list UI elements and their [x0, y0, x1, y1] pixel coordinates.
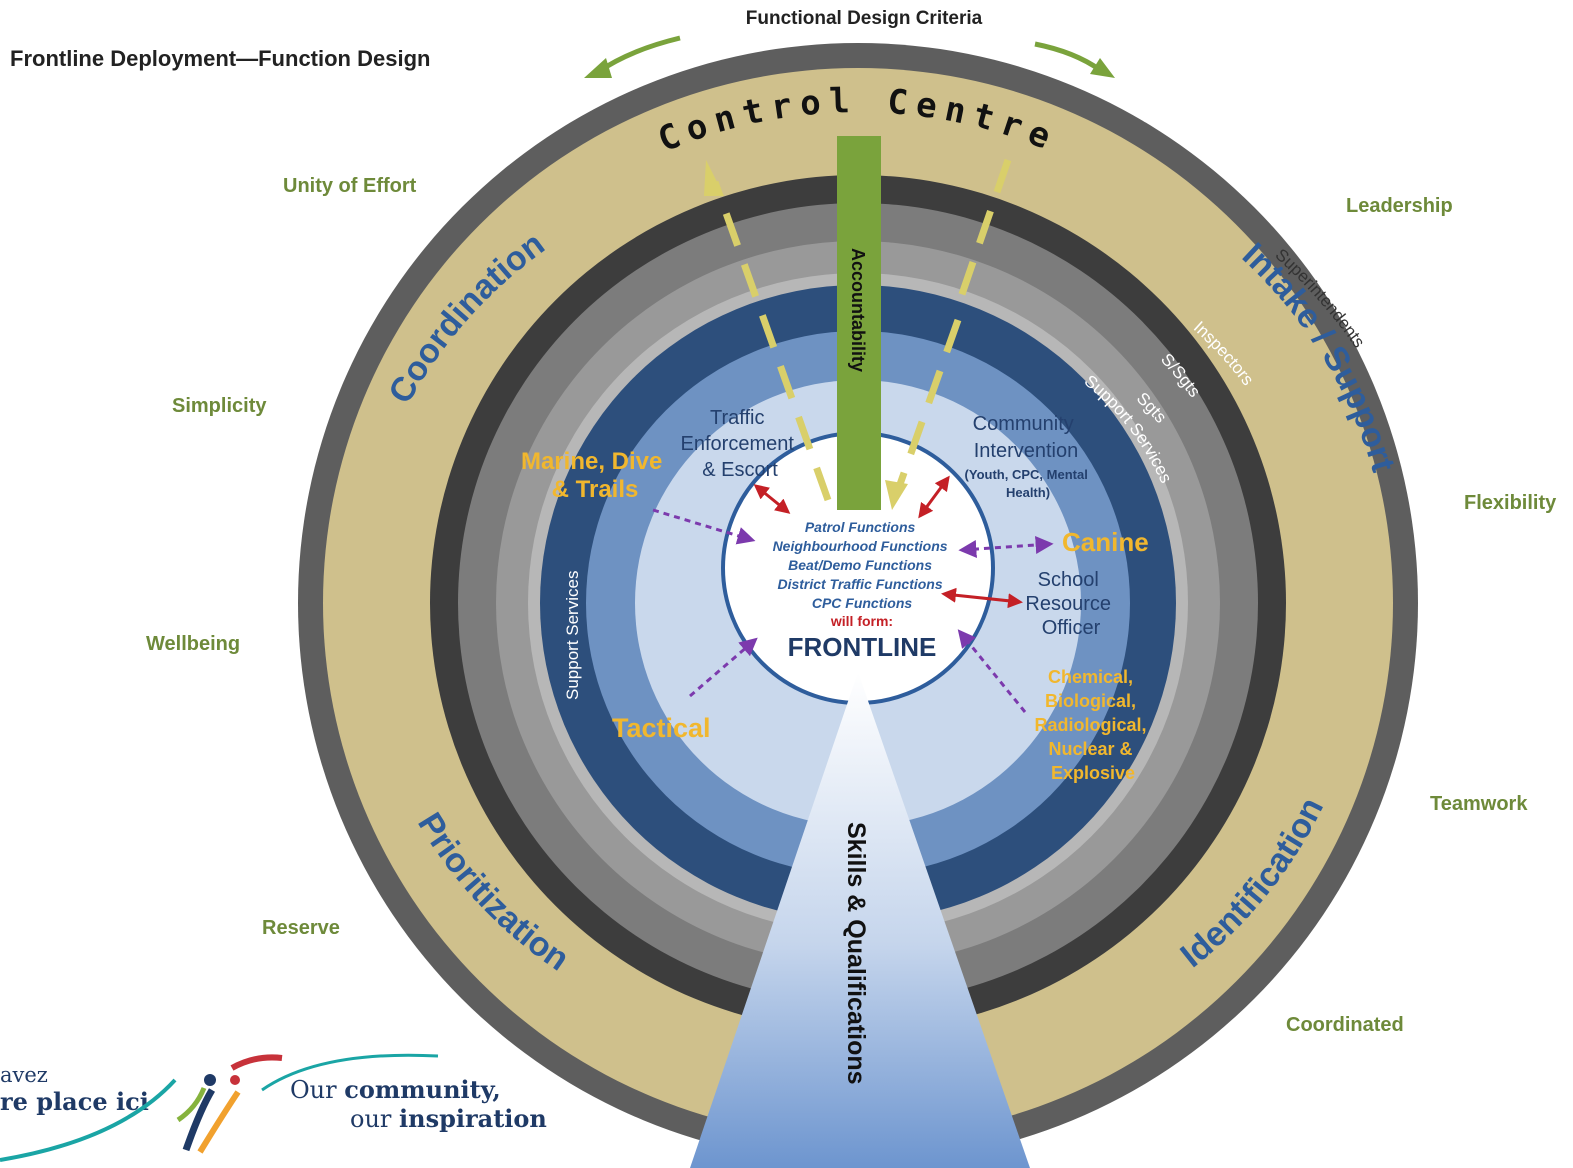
- community-link-arrow: [918, 475, 950, 519]
- community-line-2: Intervention: [974, 440, 1079, 462]
- canine-unit-label: Canine: [1062, 527, 1149, 557]
- criterion-reserve: Reserve: [262, 917, 340, 939]
- traffic-line-2: Enforcement: [681, 433, 795, 455]
- cbrne-line-2: Biological,: [1045, 691, 1136, 711]
- criterion-flexibility: Flexibility: [1464, 492, 1557, 514]
- logo-figure-green: [176, 1087, 207, 1123]
- left-dashed-arrow: [711, 180, 832, 502]
- right-dashed-arrow: [894, 318, 962, 492]
- frontline-label: FRONTLINE: [788, 632, 937, 662]
- accountability-bar: [837, 136, 881, 510]
- skills-label: Skills & Qualifications: [842, 822, 870, 1085]
- criterion-coordinated: Coordinated: [1286, 1014, 1404, 1036]
- community-sub-line-1: (Youth, CPC, Mental: [965, 467, 1088, 482]
- right-criteria-arrow-icon: [1034, 41, 1102, 73]
- community-line-1: Community: [973, 413, 1074, 435]
- traffic-unit-label: Traffic Enforcement & Escort: [681, 407, 800, 481]
- canine-link-arrow: [958, 536, 1054, 558]
- logo-fr-line-1: avez: [0, 1063, 48, 1087]
- criterion-wellbeing: Wellbeing: [146, 633, 240, 655]
- logo-figure-orange: [197, 1090, 241, 1154]
- logo-en-our-2: our: [350, 1105, 392, 1133]
- left-criteria-arrow-icon: [596, 35, 681, 75]
- tactical-unit-label: Tactical: [612, 713, 711, 743]
- logo-en-line-1: Our community,: [290, 1075, 501, 1104]
- logo-head-blue: [204, 1074, 216, 1086]
- criterion-unity: Unity of Effort: [283, 175, 417, 197]
- city-logo: avez re place ici Our community, our ins…: [0, 1053, 547, 1162]
- traffic-link-arrow: [753, 484, 791, 514]
- cbrne-unit-label: Chemical, Biological, Radiological, Nucl…: [1034, 667, 1151, 783]
- function-neighbourhood: Neighbourhood Functions: [773, 538, 948, 554]
- cbrne-line-4: Nuclear &: [1048, 739, 1132, 759]
- page-title: Frontline Deployment—Function Design: [10, 46, 430, 71]
- logo-swoosh-top: [261, 1053, 439, 1092]
- logo-figure-blue: [182, 1088, 216, 1152]
- school-line-3: Officer: [1042, 617, 1101, 639]
- logo-en-line-2: our inspiration: [350, 1104, 547, 1133]
- logo-en-inspiration: inspiration: [399, 1104, 547, 1133]
- right-dashed-arrowhead-icon: [885, 480, 908, 510]
- school-unit-label: School Resource Officer: [1025, 569, 1116, 639]
- function-district-traffic: District Traffic Functions: [777, 576, 942, 592]
- cbrne-line-1: Chemical,: [1048, 667, 1133, 687]
- community-sub-label: (Youth, CPC, Mental Health): [965, 467, 1092, 500]
- logo-swoosh-teal: [0, 1078, 177, 1162]
- support-services-left-label: Support Services: [563, 571, 582, 700]
- logo-figure-red: [230, 1054, 283, 1071]
- criterion-simplicity: Simplicity: [172, 395, 267, 417]
- criterion-leadership: Leadership: [1346, 195, 1453, 217]
- tactical-link-arrow: [689, 637, 758, 698]
- cbrne-line-5: Explosive: [1051, 763, 1135, 783]
- traffic-line-3: & Escort: [702, 459, 778, 481]
- school-line-1: School: [1038, 569, 1099, 591]
- function-patrol: Patrol Functions: [805, 519, 916, 535]
- school-line-2: Resource: [1025, 593, 1111, 615]
- accountability-label: Accountability: [848, 248, 868, 372]
- traffic-line-1: Traffic: [710, 407, 764, 429]
- right-dashed-arrow-upper: [956, 158, 1012, 302]
- function-cpc: CPC Functions: [812, 595, 913, 611]
- criterion-teamwork: Teamwork: [1430, 793, 1528, 815]
- criteria-title: Functional Design Criteria: [746, 8, 983, 29]
- center-functions-list: Patrol Functions Neighbourhood Functions…: [773, 519, 952, 611]
- community-sub-line-2: Health): [1006, 485, 1050, 500]
- right-criteria-arrowhead-icon: [1090, 58, 1115, 78]
- function-beat-demo: Beat/Demo Functions: [788, 557, 932, 573]
- left-criteria-arrowhead-icon: [584, 58, 612, 78]
- skills-cone: [690, 672, 1030, 1168]
- left-dashed-arrowhead-icon: [704, 160, 724, 196]
- marine-unit-label: Marine, Dive & Trails: [521, 448, 669, 503]
- logo-fr-line-2: re place ici: [0, 1087, 149, 1116]
- marine-line-1: Marine, Dive: [521, 448, 662, 475]
- community-unit-label: Community Intervention: [973, 413, 1080, 462]
- school-link-arrow: [941, 587, 1023, 609]
- cbrne-line-3: Radiological,: [1034, 715, 1146, 735]
- logo-en-community: community,: [344, 1075, 501, 1104]
- marine-line-2: & Trails: [552, 476, 639, 503]
- logo-head-red: [230, 1075, 240, 1085]
- will-form-label: will form:: [830, 613, 893, 629]
- logo-en-our-1: Our: [290, 1076, 337, 1104]
